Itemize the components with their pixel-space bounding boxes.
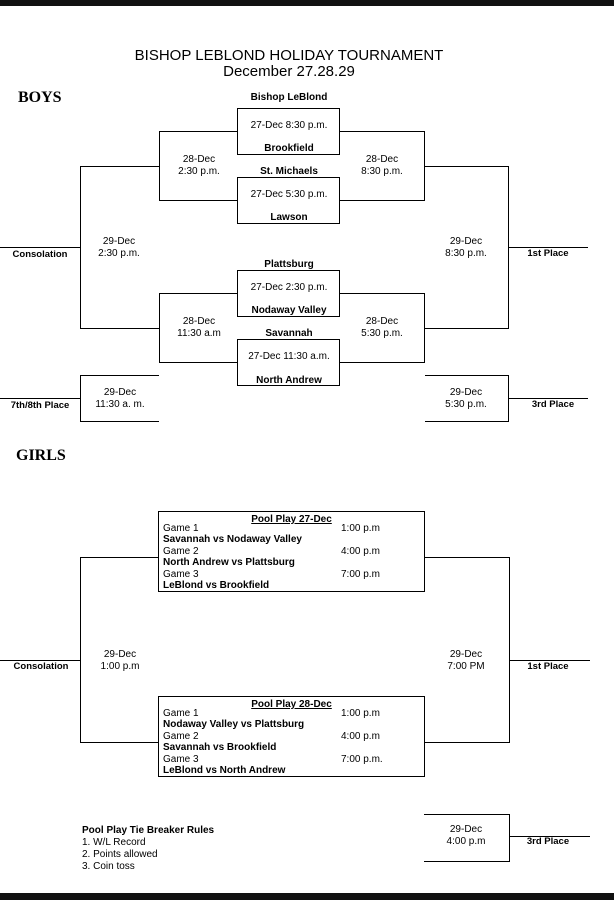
pool-day1-game3-label: Game 3 [163, 569, 199, 580]
pool-day2-game2-label: Game 2 [163, 731, 199, 742]
boys-consolation-label: Consolation [12, 249, 68, 260]
tournament-title: BISHOP LEBLOND HOLIDAY TOURNAMENT [134, 47, 444, 64]
boys-g4-team-top: Savannah [265, 328, 313, 339]
boys-game-3-box [237, 270, 340, 317]
pool-day2-game3-time: 7:00 p.m. [341, 754, 383, 765]
pool-day2-game2-time: 4:00 p.m [341, 731, 380, 742]
pool-day2-game2-matchup: Savannah vs Brookfield [163, 742, 277, 753]
tie-breaker-rule: 2. Points allowed [82, 849, 158, 860]
pool-day1-game1-label: Game 1 [163, 523, 199, 534]
boys-third-place-label: 3rd Place [531, 399, 575, 410]
girls-third-place-date: 29-Dec [449, 824, 483, 835]
girls-final-time: 7:00 PM [447, 661, 485, 672]
boys-g4-team-bottom: North Andrew [256, 375, 322, 386]
pool-day1-game2-label: Game 2 [163, 546, 199, 557]
boys-third-place-date: 29-Dec [449, 387, 483, 398]
girls-third-place-time: 4:00 p.m [446, 836, 486, 847]
boys-g1-time: 27-Dec 8:30 p.m. [250, 120, 328, 131]
bottom-border [0, 893, 614, 900]
pool-day1-game3-time: 7:00 p.m [341, 569, 380, 580]
boys-game-4-box [237, 339, 340, 386]
boys-g1-team-top: Bishop LeBlond [250, 92, 328, 103]
pool-day2-game1-time: 1:00 p.m [341, 708, 380, 719]
boys-consolation-date: 29-Dec [102, 236, 136, 247]
pool-play-day2-box: Pool Play 28-Dec Game 1 1:00 p.m Nodaway… [158, 696, 425, 777]
pool-day1-game3-matchup: LeBlond vs Brookfield [163, 580, 270, 591]
pool-day2-game3-label: Game 3 [163, 754, 199, 765]
girls-heading: GIRLS [16, 447, 66, 464]
boys-game-2-box [237, 177, 340, 224]
girls-final-date: 29-Dec [449, 649, 483, 660]
tournament-dates: December 27.28.29 [223, 63, 355, 80]
boys-semi-left-bottom-date: 28-Dec [182, 316, 216, 327]
boys-third-place-time: 5:30 p.m. [445, 399, 487, 410]
boys-heading: BOYS [18, 89, 62, 106]
pool-day2-game1-matchup: Nodaway Valley vs Plattsburg [163, 719, 305, 730]
tie-breaker-rule: 3. Coin toss [82, 861, 135, 872]
boys-first-place-label: 1st Place [527, 248, 569, 259]
boys-g2-team-top: St. Michaels [260, 166, 318, 177]
pool-day2-game3-matchup: LeBlond vs North Andrew [163, 765, 286, 776]
boys-semi-right-bottom-time: 5:30 p.m. [361, 328, 403, 339]
tie-breaker-rules: Pool Play Tie Breaker Rules 1. W/L Recor… [82, 825, 214, 873]
tie-breaker-title: Pool Play Tie Breaker Rules [82, 825, 215, 836]
top-border [0, 0, 614, 6]
boys-seventh-eighth-time: 11:30 a. m. [95, 399, 145, 410]
boys-semi-right-top-date: 28-Dec [365, 154, 399, 165]
boys-seventh-eighth-date: 29-Dec [103, 387, 137, 398]
boys-g2-team-bottom: Lawson [270, 212, 308, 223]
boys-g3-team-top: Plattsburg [264, 259, 314, 270]
boys-semi-left-top-time: 2:30 p.m. [178, 166, 220, 177]
pool-play-day1-box: Pool Play 27-Dec Game 1 1:00 p.m Savanna… [158, 511, 425, 592]
boys-g4-time: 27-Dec 11:30 a.m. [248, 351, 330, 362]
pool-day1-game2-matchup: North Andrew vs Plattsburg [163, 557, 295, 568]
boys-g2-time: 27-Dec 5:30 p.m. [250, 189, 328, 200]
boys-g3-team-bottom: Nodaway Valley [251, 305, 327, 316]
pool-day1-game1-matchup: Savannah vs Nodaway Valley [163, 534, 302, 545]
girls-consolation-date: 29-Dec [103, 649, 137, 660]
boys-semi-right-bottom-date: 28-Dec [365, 316, 399, 327]
pool-day2-game1-label: Game 1 [163, 708, 199, 719]
girls-consolation-label: Consolation [13, 661, 69, 672]
boys-g3-time: 27-Dec 2:30 p.m. [250, 282, 328, 293]
boys-final-date: 29-Dec [449, 236, 483, 247]
boys-game-1-box [237, 108, 340, 155]
pool-day1-game1-time: 1:00 p.m [341, 523, 380, 534]
boys-semi-left-bottom-time: 11:30 a.m [177, 328, 221, 339]
boys-semi-right-top-time: 8:30 p.m. [361, 166, 403, 177]
tie-breaker-rule: 1. W/L Record [82, 837, 146, 848]
boys-g1-team-bottom: Brookfield [264, 143, 314, 154]
pool-day1-title: Pool Play 27-Dec [251, 514, 332, 525]
pool-day2-title: Pool Play 28-Dec [251, 699, 332, 710]
girls-third-place-label: 3rd Place [526, 836, 570, 847]
boys-seventh-eighth-label: 7th/8th Place [10, 400, 70, 411]
boys-semi-left-top-date: 28-Dec [182, 154, 216, 165]
pool-day1-game2-time: 4:00 p.m [341, 546, 380, 557]
boys-consolation-time: 2:30 p.m. [98, 248, 140, 259]
boys-final-time: 8:30 p.m. [445, 248, 487, 259]
girls-consolation-time: 1:00 p.m [100, 661, 140, 672]
girls-first-place-label: 1st Place [527, 661, 569, 672]
